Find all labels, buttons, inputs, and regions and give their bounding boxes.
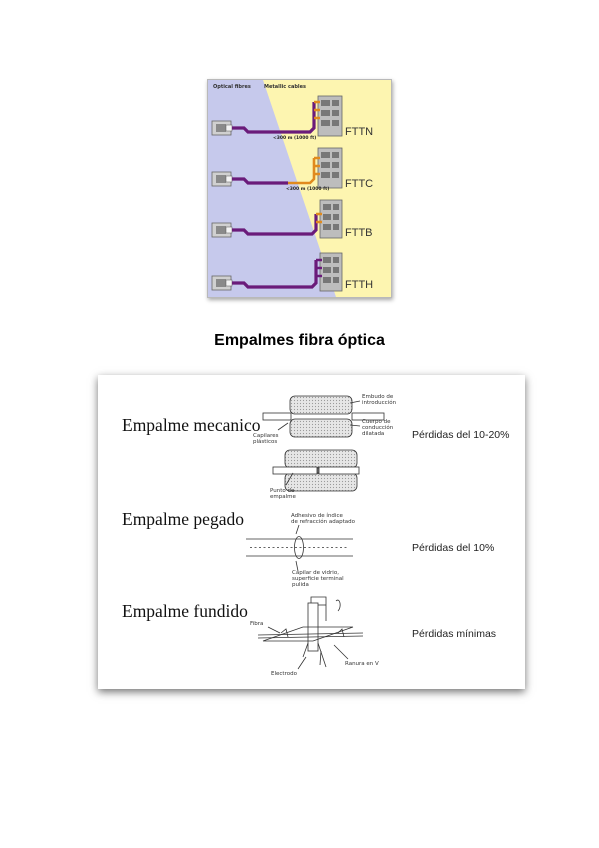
splices-diagram: Empalme mecanico Pérdidas del 10-20% Emb…: [98, 375, 525, 689]
page-title: Empalmes fibra óptica: [214, 332, 385, 349]
fused-splice-title: Empalme fundido: [122, 601, 248, 621]
fttx-distance-1: <300 m (1000 ft): [273, 136, 317, 141]
fttx-label-ftth: FTTH: [345, 279, 374, 291]
caption-fibra: Fibra: [250, 621, 264, 627]
mechanical-splice-drawing: [262, 395, 385, 492]
fttx-row-fttc: [211, 147, 343, 189]
fttx-diagram: Optical fibres Metallic cables <300 m (1…: [207, 79, 392, 298]
fttx-label-fttn: FTTN: [345, 126, 374, 138]
caption-ranura: Ranura en V: [345, 661, 379, 667]
fttx-row-fttn: [211, 95, 343, 137]
fused-splice-drawing: [257, 596, 364, 670]
caption-electrodo: Electrodo: [271, 671, 297, 677]
fttx-distance-2: <300 m (1000 ft): [286, 187, 330, 192]
fttx-label-fttc: FTTC: [345, 178, 374, 190]
fttx-drawing: [208, 80, 343, 297]
fttx-row-fttb: [211, 199, 343, 239]
glued-splice-title: Empalme pegado: [122, 509, 244, 529]
splices-drawing: [246, 395, 385, 670]
glued-splice-loss: Pérdidas del 10%: [412, 542, 495, 554]
fused-splice-loss: Pérdidas mínimas: [412, 628, 497, 640]
fttx-label-fttb: FTTB: [345, 227, 373, 239]
mechanical-splice-title: Empalme mecanico: [122, 415, 261, 435]
fttx-header-metallic: Metallic cables: [264, 84, 306, 90]
mechanical-splice-loss: Pérdidas del 10-20%: [412, 429, 510, 441]
glued-splice-drawing: [246, 524, 353, 572]
fttx-row-ftth: [211, 252, 343, 292]
fttx-header-optical: Optical fibres: [213, 84, 251, 90]
